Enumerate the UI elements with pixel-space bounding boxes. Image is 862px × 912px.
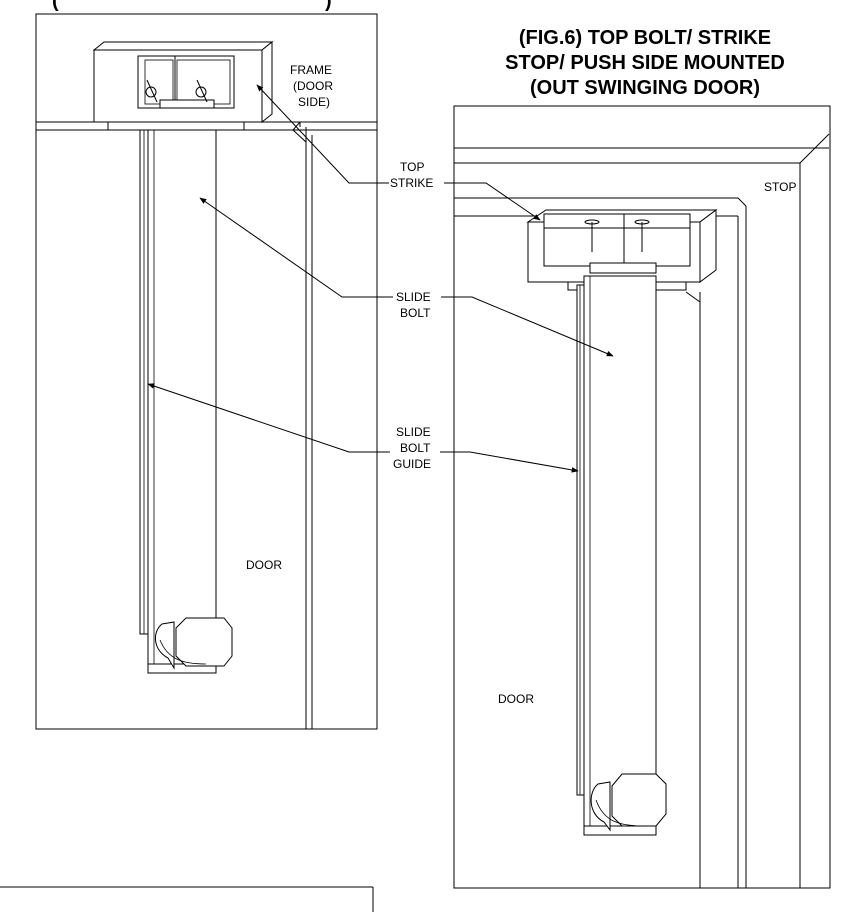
- slide-bolt-guide-label-line1: SLIDE: [396, 425, 431, 439]
- left-bolt-knob: [155, 617, 233, 670]
- stop-label: STOP: [764, 180, 796, 194]
- slide-bolt-label-line2: BOLT: [400, 306, 431, 320]
- bottom-partial-box: [0, 886, 374, 912]
- fig6-title-line1: (FIG.6) TOP BOLT/ STRIKE: [519, 27, 771, 49]
- slide-bolt-label-line1: SLIDE: [396, 290, 431, 304]
- cut-title-open-paren: (: [52, 0, 59, 12]
- frame-label-line2: (DOOR: [293, 79, 333, 93]
- left-slide-bolt: [147, 111, 217, 674]
- left-figure-border: [35, 13, 378, 730]
- left-figure: FRAME (DOOR SIDE) DOOR: [35, 13, 378, 730]
- slide-bolt-guide-label-line3: GUIDE: [393, 457, 431, 471]
- right-slide-bolt-guide: [576, 284, 585, 796]
- cut-title-close-paren: ): [325, 0, 332, 12]
- left-top-strike: [92, 40, 274, 131]
- top-strike-label-line1: TOP: [400, 160, 424, 174]
- right-slide-bolt: [583, 275, 657, 836]
- frame-label-line1: FRAME: [290, 63, 332, 77]
- fig6-title-line3: (OUT SWINGING DOOR): [530, 77, 760, 99]
- right-figure: (FIG.6) TOP BOLT/ STRIKE STOP/ PUSH SIDE…: [453, 27, 831, 889]
- left-slide-bolt-guide: [139, 125, 149, 635]
- door-label-left: DOOR: [246, 558, 282, 572]
- right-bolt-knob: [590, 773, 667, 832]
- frame-label-line3: SIDE): [298, 95, 330, 109]
- right-figure-border: [453, 105, 831, 889]
- right-top-strike: [526, 209, 718, 291]
- right-frame-stop: [454, 133, 830, 888]
- fig6-title-line2: STOP/ PUSH SIDE MOUNTED: [505, 52, 785, 74]
- top-strike-label-line2: STRIKE: [390, 176, 433, 190]
- callouts: TOP STRIKE SLIDE BOLT SLIDE BOLT GUIDE: [147, 84, 614, 473]
- door-label-right: DOOR: [498, 692, 534, 706]
- slide-bolt-guide-label-line2: BOLT: [400, 441, 431, 455]
